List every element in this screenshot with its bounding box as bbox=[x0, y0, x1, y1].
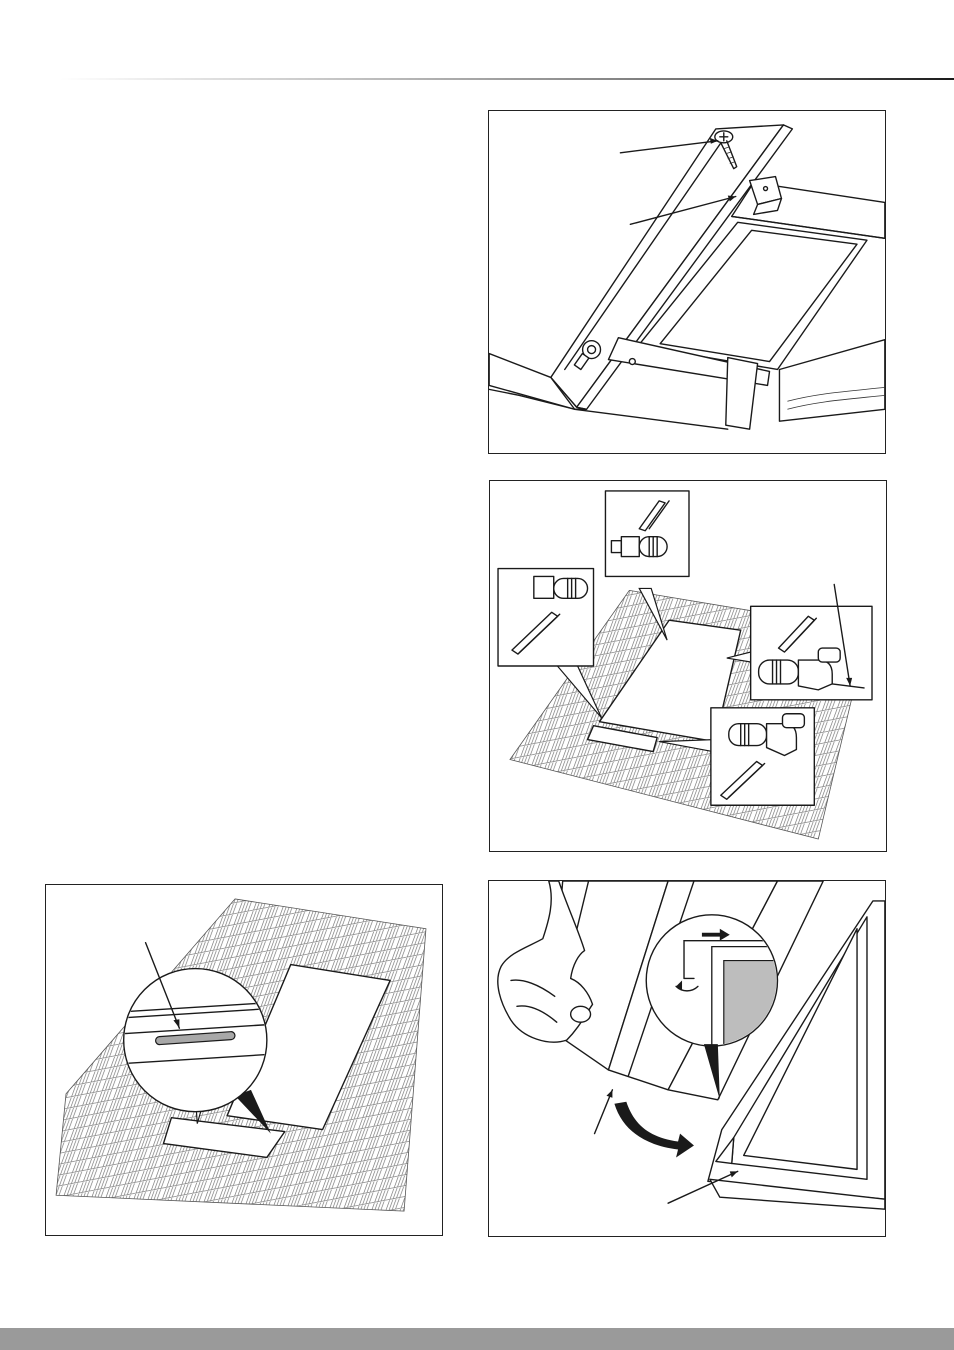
callout-top bbox=[605, 491, 689, 577]
footer-band bbox=[0, 1328, 954, 1350]
screw-bracket-illustration bbox=[489, 111, 885, 453]
callout-bottom bbox=[711, 708, 814, 805]
frame-flashing-illustration bbox=[489, 881, 885, 1236]
callout-left bbox=[498, 569, 593, 666]
header-divider bbox=[60, 78, 954, 80]
figure-screw-bracket bbox=[488, 110, 886, 454]
straight-connector-icon bbox=[534, 576, 588, 598]
figure-seal-strip bbox=[45, 884, 443, 1236]
figure-pipe-fittings bbox=[489, 480, 887, 852]
seal-strip-illustration bbox=[46, 885, 442, 1235]
rotate-arrow-icon bbox=[614, 1102, 694, 1158]
pipe-fittings-illustration bbox=[490, 481, 886, 851]
callout-right bbox=[751, 606, 872, 699]
figure-frame-flashing bbox=[488, 880, 886, 1237]
